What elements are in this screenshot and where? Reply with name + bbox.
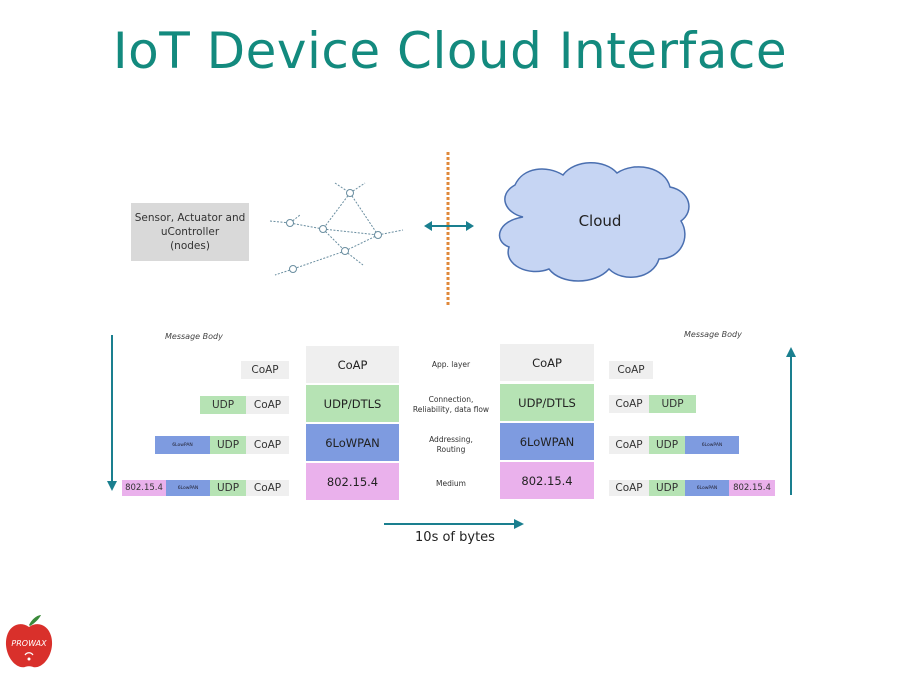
cloud-icon	[498, 162, 690, 282]
right-row2-udp: UDP	[649, 395, 696, 413]
right-row3-udp: UDP	[649, 436, 685, 454]
left-row3-udp: UDP	[210, 436, 246, 454]
left-stack-udp-dtls: UDP/DTLS	[306, 385, 399, 422]
left-row4-6lowpan: 6LowPAN	[166, 480, 210, 496]
left-row3-6lowpan: 6LowPAN	[155, 436, 210, 454]
left-row2-udp: UDP	[200, 396, 246, 414]
right-row2-coap: CoAP	[609, 395, 649, 413]
label-medium: Medium	[436, 479, 466, 488]
left-row4-coap: CoAP	[246, 480, 289, 496]
right-stack-802154: 802.15.4	[500, 462, 594, 499]
node-network-diagram	[269, 182, 404, 276]
left-stack-coap: CoAP	[306, 346, 399, 383]
svg-text:PROWAX: PROWAX	[11, 639, 47, 648]
page-title: IoT Device Cloud Interface	[112, 22, 788, 80]
bytes-arrow	[384, 519, 524, 529]
bytes-label: 10s of bytes	[415, 530, 495, 545]
right-row4-802154: 802.15.4	[729, 480, 775, 496]
right-stack-6lowpan: 6LoWPAN	[500, 423, 594, 460]
right-stack-udp-dtls: UDP/DTLS	[500, 384, 594, 421]
right-row4-udp: UDP	[649, 480, 685, 496]
label-app-layer: App. layer	[431, 360, 471, 369]
left-stack-802154: 802.15.4	[306, 463, 399, 500]
left-stack-6lowpan: 6LoWPAN	[306, 424, 399, 461]
label-connection: Connection, Reliability, data flow	[412, 395, 490, 414]
nodes-label-box: Sensor, Actuator and uController (nodes)	[131, 203, 249, 261]
label-addressing: Addressing, Routing	[429, 435, 473, 454]
prowax-logo: PROWAX	[5, 615, 53, 668]
right-row3-coap: CoAP	[609, 436, 649, 454]
left-row3-coap: CoAP	[246, 436, 289, 454]
right-row1-coap: CoAP	[609, 361, 653, 379]
down-arrow	[107, 335, 117, 491]
gateway-divider	[424, 152, 474, 305]
right-stack-coap: CoAP	[500, 344, 594, 381]
message-body-left: Message Body	[165, 332, 223, 341]
left-row1-coap: CoAP	[241, 361, 289, 379]
right-row4-6lowpan: 6LowPAN	[685, 480, 729, 496]
right-row4-coap: CoAP	[609, 480, 649, 496]
left-row2-coap: CoAP	[246, 396, 289, 414]
cloud-label: Cloud	[578, 212, 622, 230]
up-arrow	[786, 347, 796, 495]
left-row4-802154: 802.15.4	[122, 480, 166, 496]
right-row3-6lowpan: 6LowPAN	[685, 436, 739, 454]
left-row4-udp: UDP	[210, 480, 246, 496]
message-body-right: Message Body	[684, 330, 742, 339]
